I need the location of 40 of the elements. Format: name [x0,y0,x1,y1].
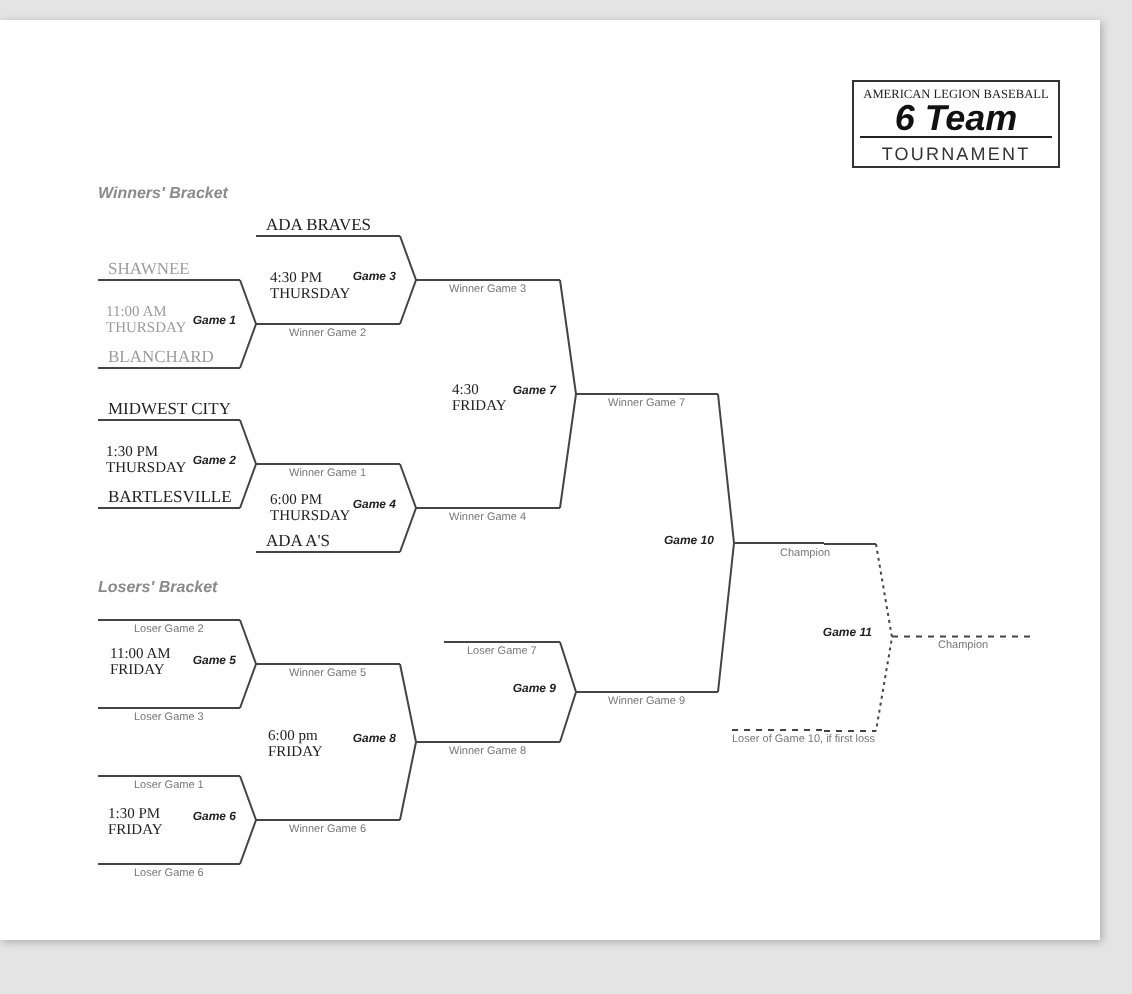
subtitle-text: TOURNAMENT [879,144,1033,164]
section-heading: Winners' Bracket [98,184,228,202]
bracket-line [255,463,357,465]
bracket-line [415,507,517,509]
team-name: SHAWNEE [108,260,190,278]
bracket-line [97,367,197,369]
game-bracket [356,464,416,552]
bracket-line [443,641,517,643]
bracket-line [415,741,517,743]
team-name: MIDWEST CITY [108,400,231,418]
bracket-line [255,819,357,821]
game-bracket [356,664,416,820]
bracket-line [255,663,357,665]
bracket-line [255,235,357,237]
game-bracket [516,280,576,508]
bracket-line [891,635,1035,638]
bracket-line [97,419,197,421]
section-heading: Losers' Bracket [98,578,218,596]
bracket-line [575,393,667,395]
bracket-line [733,542,825,544]
bracket-line [97,279,197,281]
game-bracket [196,620,256,708]
title-box [852,80,1060,168]
bracket-line [415,279,517,281]
bracket-line [731,729,825,731]
team-name: BARTLESVILLE [108,488,232,506]
team-name: BLANCHARD [108,348,214,366]
team-name: ADA BRAVES [266,216,372,234]
title-text: 6 Team [860,102,1052,138]
bracket-line [97,775,197,777]
game-bracket [356,236,416,324]
team-name: ADA A'S [266,532,330,550]
game-bracket [196,776,256,864]
bracket-line [97,707,197,709]
bracket-line [97,863,197,865]
bracket-line [97,507,197,509]
bracket-line [255,323,357,325]
bracket-line [575,691,667,693]
bracket-line [255,551,357,553]
bracket-line [97,619,197,621]
